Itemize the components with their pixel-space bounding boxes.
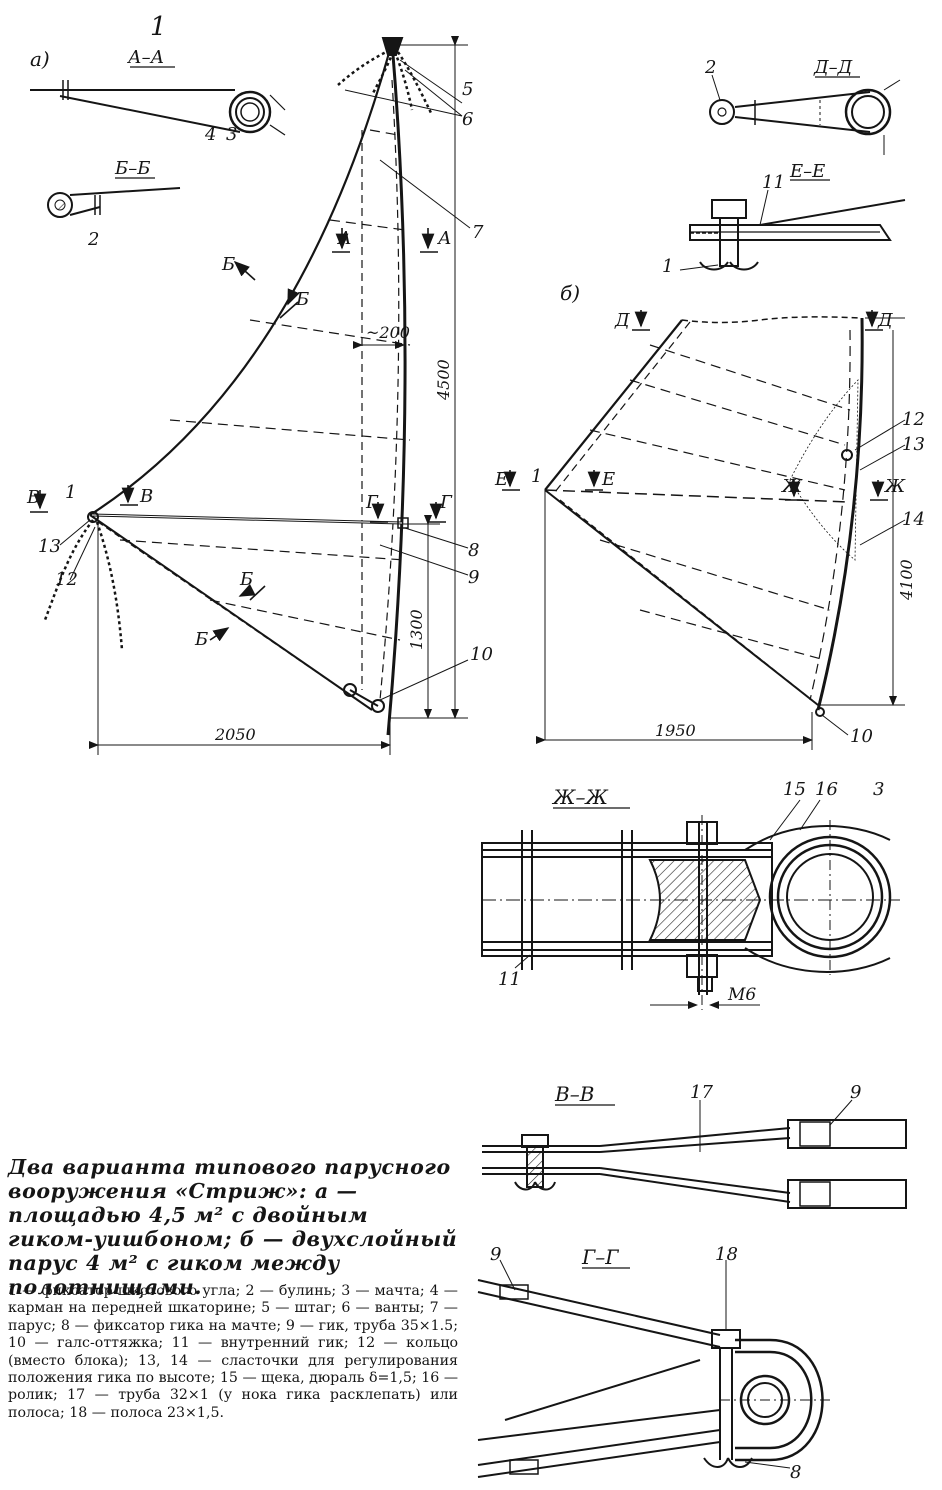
- dim-height-b: 4100: [897, 559, 916, 601]
- callout-7: 7: [472, 222, 484, 243]
- mark-b-3: Б: [239, 569, 253, 590]
- callout-6: 6: [462, 109, 473, 130]
- section-zhzh-title: Ж–Ж: [551, 785, 608, 809]
- dimensions-a: [89, 36, 468, 755]
- section-gg: [477, 1267, 830, 1478]
- section-gg-title: Г–Г: [581, 1245, 619, 1269]
- section-zhzh: [481, 807, 900, 1010]
- callout-15: 15: [783, 779, 806, 800]
- callout-10-b: 10: [850, 726, 873, 747]
- dim-height-a: 4500: [434, 359, 453, 401]
- section-dd-title: Д–Д: [813, 57, 853, 78]
- callout-10: 10: [470, 644, 493, 665]
- mark-a-right: А: [436, 228, 452, 249]
- callout-11-ee: 11: [762, 172, 785, 193]
- section-ee-title: Е–Е: [789, 161, 825, 182]
- section-ee: [689, 179, 906, 271]
- section-marks-b: [502, 310, 888, 501]
- callout-13: 13: [38, 536, 61, 557]
- callout-4: 4: [204, 124, 216, 145]
- section-dd: [709, 76, 901, 155]
- dim-offset-a: ~200: [366, 323, 410, 342]
- callout-17: 17: [690, 1082, 713, 1103]
- mark-zh-right: Ж: [883, 476, 906, 497]
- figure-legend: 1 — фиксатор шкотового угла; 2 — булинь;…: [8, 1283, 459, 1421]
- section-aa-title: А–А: [126, 47, 164, 68]
- callout-1-ee: 1: [662, 256, 673, 277]
- callout-16: 16: [815, 779, 838, 800]
- mark-b-1: Б: [221, 254, 235, 275]
- callout-9: 9: [468, 567, 479, 588]
- callout-8-gg: 8: [790, 1462, 801, 1483]
- callout-12-b: 12: [902, 409, 925, 430]
- callout-8: 8: [468, 540, 479, 561]
- leader-lines: [59, 59, 906, 1469]
- section-vv-title: В–В: [554, 1082, 594, 1106]
- dim-width-a: 2050: [214, 725, 256, 744]
- section-marks-a: [30, 228, 446, 642]
- callout-2-b: 2: [704, 57, 716, 78]
- mark-a-left: А: [336, 228, 352, 249]
- callout-12: 12: [55, 569, 78, 590]
- figure-number: 1: [150, 12, 167, 42]
- callout-2: 2: [87, 229, 99, 250]
- callout-18: 18: [715, 1244, 738, 1265]
- dim-width-b: 1950: [655, 721, 696, 740]
- section-bb: [47, 177, 181, 218]
- mark-v-left: В: [26, 487, 40, 508]
- dim-bolt: М6: [727, 985, 756, 1005]
- variant-b-label: б): [560, 281, 580, 305]
- mark-d-left: Д: [614, 310, 630, 331]
- mark-b-4: Б: [194, 629, 208, 650]
- mark-g-right: Г: [439, 492, 453, 513]
- mark-d-right: Д: [877, 310, 893, 331]
- variant-a-label: а): [30, 47, 50, 71]
- callout-9-vv: 9: [850, 1082, 861, 1103]
- mark-zh-left: Ж: [780, 476, 803, 497]
- section-vv: [482, 1104, 907, 1209]
- callout-14: 14: [902, 509, 925, 530]
- section-aa: [30, 66, 286, 136]
- mark-b-2: Б: [295, 289, 309, 310]
- dim-boom-height-a: 1300: [407, 609, 426, 650]
- sail-b: [544, 316, 864, 740]
- mark-v-right: В: [139, 486, 153, 507]
- callout-1: 1: [65, 482, 76, 503]
- callout-13-b: 13: [902, 434, 925, 455]
- mark-e-right: Е: [601, 469, 615, 490]
- dimensions-b: [536, 317, 905, 750]
- callout-1-b: 1: [531, 466, 542, 487]
- section-bb-title: Б–Б: [114, 158, 150, 179]
- callout-5: 5: [462, 79, 473, 100]
- figure-caption: Два варианта типового парусного вооружен…: [8, 1155, 458, 1299]
- text-labels: 1 а) б) А–А Б–Б Д–Д Е–Е Ж–Ж В–В Г–Г А А …: [26, 12, 925, 1483]
- mark-g-left: Г: [365, 492, 379, 513]
- callout-9-gg: 9: [490, 1244, 501, 1265]
- callout-11-zh: 11: [498, 969, 521, 990]
- sail-a: [43, 37, 434, 736]
- callout-3: 3: [226, 124, 237, 145]
- callout-3-zh: 3: [873, 779, 884, 800]
- mark-e-left: Е: [494, 469, 508, 490]
